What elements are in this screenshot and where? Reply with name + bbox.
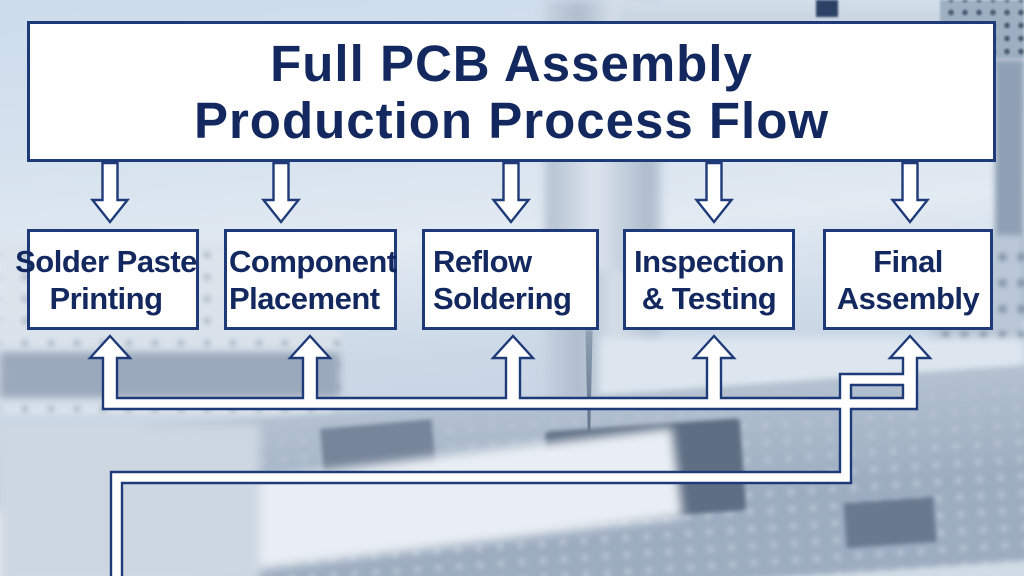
step-label-line: Inspection <box>633 243 785 279</box>
step-box-inspection-testing: Inspection & Testing <box>623 229 795 330</box>
down-arrow-1 <box>90 161 130 224</box>
title-box: Full PCB Assembly Production Process Flo… <box>27 21 996 162</box>
background-dark-component <box>816 0 838 17</box>
step-label-line: Solder Paste <box>15 243 197 279</box>
background-dispenser-needle <box>585 330 593 440</box>
down-arrow-2 <box>261 161 301 224</box>
step-box-component-placement: Component Placement <box>224 229 397 330</box>
step-label-line: Reflow <box>433 243 532 279</box>
step-label-line: Assembly <box>836 280 980 316</box>
step-label-line: Component <box>229 243 397 279</box>
down-arrow-4 <box>694 161 734 224</box>
title-line-2: Production Process Flow <box>193 91 830 149</box>
step-label-line: & Testing <box>641 280 777 316</box>
step-box-solder-paste-printing: Solder Paste Printing <box>15 229 199 330</box>
step-box-final-assembly: Final Assembly <box>823 229 993 330</box>
background-bottom-left-machine <box>0 424 260 576</box>
step-box-reflow-soldering: Reflow Soldering <box>422 229 599 330</box>
step-label-line: Soldering <box>433 280 572 316</box>
step-label-line: Placement <box>229 280 380 316</box>
step-label-line: Final <box>873 243 943 279</box>
step-label-line: Printing <box>49 280 163 316</box>
title-line-1: Full PCB Assembly <box>270 34 753 92</box>
feedback-loop-connector <box>87 334 933 576</box>
down-arrow-5 <box>890 161 930 224</box>
background-rack-strip <box>0 352 340 398</box>
down-arrow-3 <box>491 161 531 224</box>
